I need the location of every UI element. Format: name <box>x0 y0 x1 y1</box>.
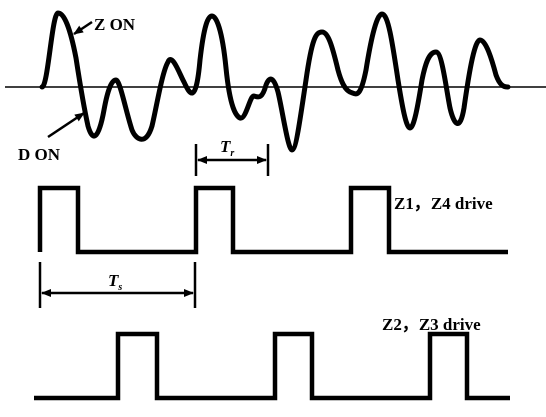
z-on-label: Z ON <box>94 15 136 34</box>
z-on-arrow <box>73 20 93 36</box>
tr-symbol: T <box>220 137 231 156</box>
ts-label: Ts <box>108 271 122 293</box>
d-on-label: D ON <box>18 145 61 164</box>
z2-z3-drive-label: Z2，Z3 drive <box>382 315 481 334</box>
z2-z3-drive-signal <box>34 331 510 401</box>
ts-symbol: T <box>108 271 119 290</box>
z1-z4-drive-signal <box>37 185 508 255</box>
tr-subscript: r <box>230 148 234 159</box>
ts-subscript: s <box>117 282 122 293</box>
oscillation-waveform <box>39 10 511 153</box>
z1-z4-drive-label: Z1，Z4 drive <box>394 194 493 213</box>
tr-label: Tr <box>220 137 234 159</box>
d-on-arrow <box>47 111 85 139</box>
